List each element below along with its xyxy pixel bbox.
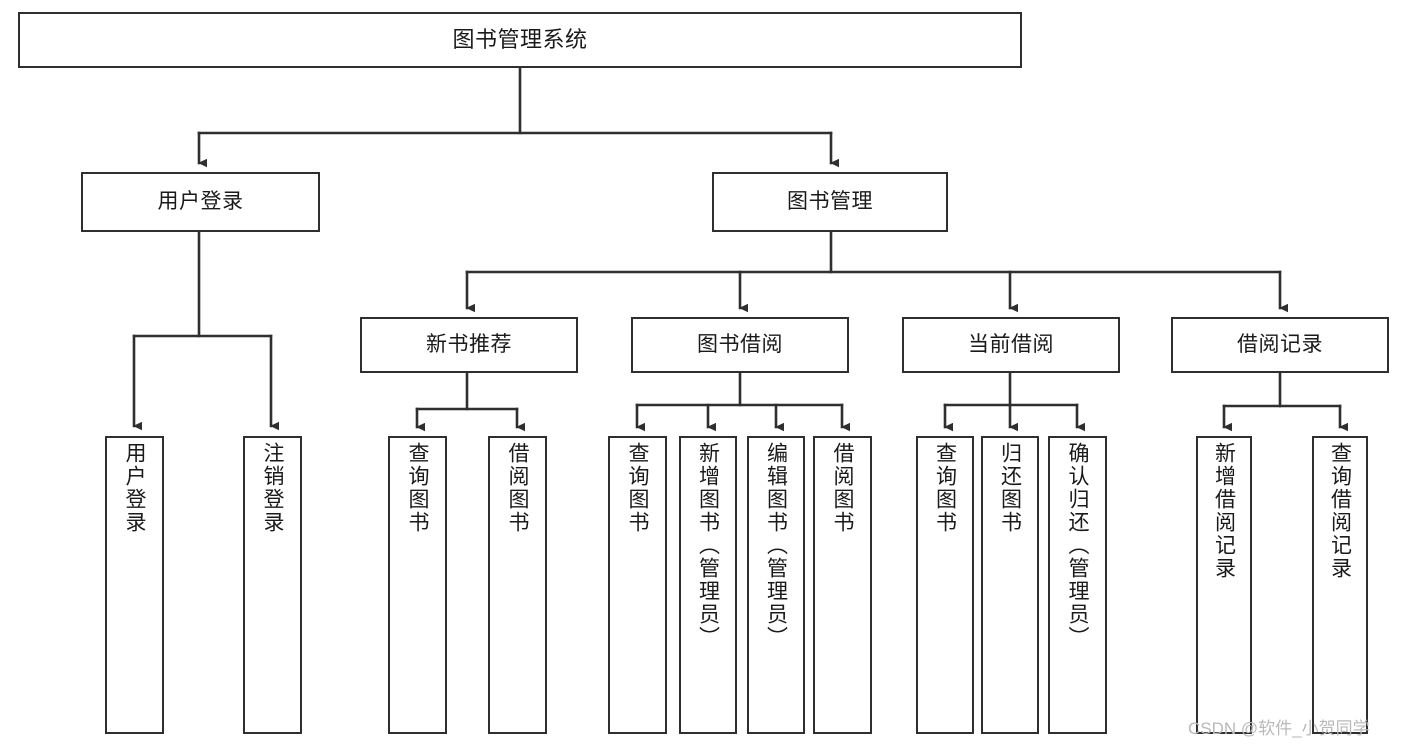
node-book-management[interactable]: 图书管理 xyxy=(712,172,948,232)
node-label: 当前借阅 xyxy=(968,333,1054,357)
node-leaf-user-login[interactable]: 用户登录 xyxy=(105,436,164,734)
node-user-login[interactable]: 用户登录 xyxy=(81,172,320,232)
watermark-text: CSDN @软件_小贺同学 xyxy=(1188,719,1370,738)
node-book-borrow[interactable]: 图书借阅 xyxy=(631,317,849,373)
node-leaf-add-record[interactable]: 新增借阅记录 xyxy=(1196,436,1252,734)
node-label: 查询图书 xyxy=(626,442,649,534)
node-label: 新书推荐 xyxy=(426,333,512,357)
node-leaf-query-book-1[interactable]: 查询图书 xyxy=(388,436,447,734)
node-root-book-management-system[interactable]: 图书管理系统 xyxy=(18,12,1022,68)
node-label: 图书管理 xyxy=(787,190,873,214)
node-leaf-edit-book[interactable]: 编辑图书（管理员） xyxy=(747,436,805,734)
node-label: 用户登录 xyxy=(123,442,146,534)
node-label: 注销登录 xyxy=(261,442,284,534)
node-current-borrow[interactable]: 当前借阅 xyxy=(902,317,1120,373)
node-label: 确认归还（管理员） xyxy=(1066,442,1089,649)
node-label: 查询图书 xyxy=(933,442,957,534)
node-label: 归还图书 xyxy=(998,442,1022,534)
node-leaf-borrow-book-1[interactable]: 借阅图书 xyxy=(488,436,547,734)
node-leaf-query-record[interactable]: 查询借阅记录 xyxy=(1312,436,1368,734)
node-label: 新增图书（管理员） xyxy=(696,442,720,649)
node-label: 编辑图书（管理员） xyxy=(764,442,788,649)
node-leaf-logout-login[interactable]: 注销登录 xyxy=(243,436,302,734)
node-leaf-query-book-3[interactable]: 查询图书 xyxy=(916,436,974,734)
node-leaf-confirm-return[interactable]: 确认归还（管理员） xyxy=(1048,436,1107,734)
node-label: 用户登录 xyxy=(157,190,244,214)
node-label: 新增借阅记录 xyxy=(1212,442,1236,580)
node-label: 图书管理系统 xyxy=(452,26,588,52)
node-leaf-return-book[interactable]: 归还图书 xyxy=(981,436,1039,734)
node-label: 借阅记录 xyxy=(1237,333,1323,357)
node-label: 查询图书 xyxy=(406,442,429,534)
node-label: 图书借阅 xyxy=(697,333,783,357)
node-leaf-query-book-2[interactable]: 查询图书 xyxy=(608,436,667,734)
node-new-book-recommend[interactable]: 新书推荐 xyxy=(360,317,578,373)
node-leaf-borrow-book-2[interactable]: 借阅图书 xyxy=(813,436,872,734)
node-borrow-record[interactable]: 借阅记录 xyxy=(1171,317,1389,373)
node-label: 查询借阅记录 xyxy=(1328,442,1352,580)
node-label: 借阅图书 xyxy=(506,442,529,534)
node-leaf-add-book[interactable]: 新增图书（管理员） xyxy=(679,436,737,734)
node-label: 借阅图书 xyxy=(831,442,854,534)
